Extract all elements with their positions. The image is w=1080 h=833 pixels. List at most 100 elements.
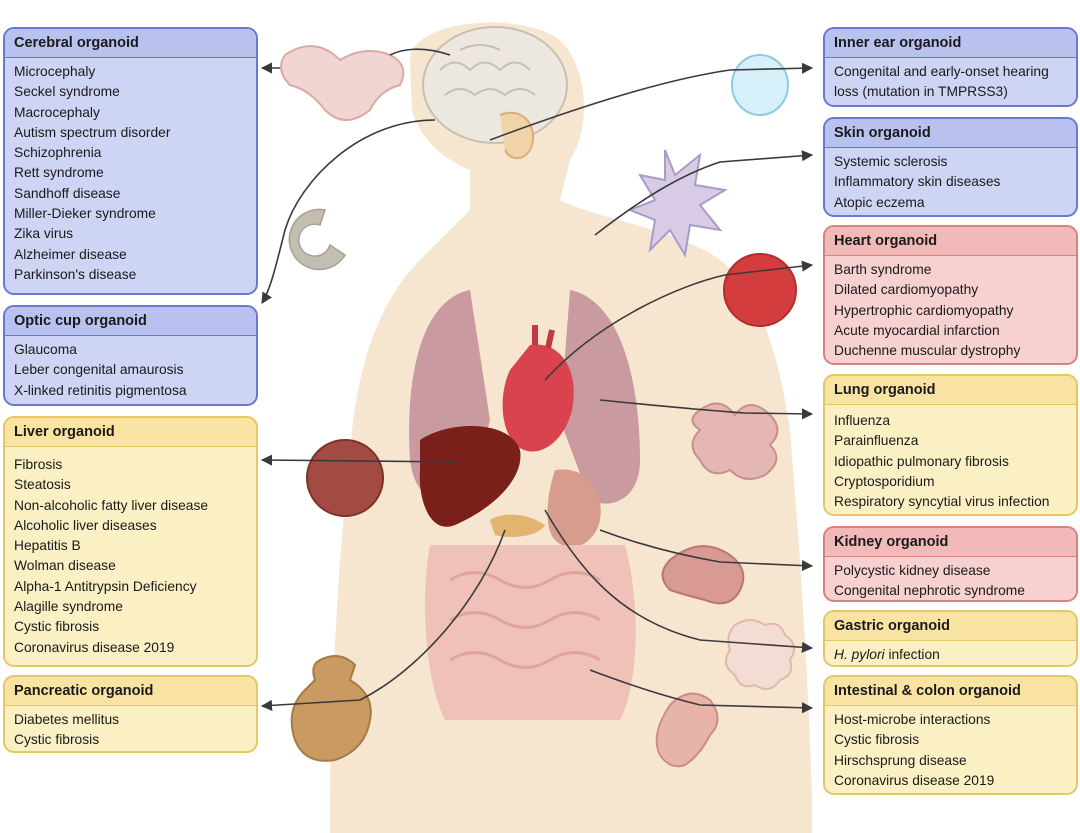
disease-list: Barth syndrome Dilated cardiomyopathy Hy… [825,256,1076,363]
arrow-brain-to-organoid [389,48,451,56]
list-item: Duchenne muscular dystrophy [834,343,1021,359]
intestines-icon [425,545,636,720]
list-item: Miller-Dieker syndrome [14,206,156,222]
card-title: Pancreatic organoid [5,677,256,706]
card-title: Liver organoid [5,418,256,447]
disease-list: Congenital and early-onset hearing loss … [825,58,1076,105]
arrow-inner-ear [489,62,814,141]
card-title: Optic cup organoid [5,307,256,336]
list-item: Influenza [834,413,890,428]
list-item: Zika virus [14,226,74,242]
liver-organoid-card: Liver organoid Fibrosis Steatosis Non-al… [3,416,258,667]
list-item: Alzheimer disease [14,246,127,262]
arrow-lung [599,399,814,420]
liver-icon [419,426,521,527]
card-title: Heart organoid [825,227,1076,256]
arrow-kidney [599,529,814,572]
arrow-optic [261,119,436,304]
list-item: Congenital and early-onset hearing loss … [834,64,1049,99]
list-item: Coronavirus disease 2019 [834,772,995,788]
card-title: Intestinal & colon organoid [825,677,1076,706]
list-item: Cystic fibrosis [14,619,100,635]
list-item: Cystic fibrosis [14,732,100,748]
list-item: Inflammatory skin diseases [834,174,1001,190]
arrow-heart [544,260,814,381]
list-item: X-linked retinitis pigmentosa [14,382,187,398]
list-item: Autism spectrum disorder [14,124,171,140]
list-item: Cystic fibrosis [834,732,920,748]
list-item: Glaucoma [14,342,77,357]
list-item: Diabetes mellitus [14,712,120,727]
list-item: H. pylori infection [834,645,1067,665]
list-item: Fibrosis [14,457,63,472]
list-item: Alpha-1 Antitrypsin Deficiency [14,578,197,594]
heart-organoid-icon [723,253,797,327]
intestinal-colon-organoid-card: Intestinal & colon organoid Host-microbe… [823,675,1078,795]
arrow-intestinal [589,669,814,714]
disease-list: Host-microbe interactions Cystic fibrosi… [825,706,1076,793]
heart-organoid-card: Heart organoid Barth syndrome Dilated ca… [823,225,1078,365]
stomach-icon [547,469,601,548]
liver-organoid-icon [306,439,384,517]
list-item: Hepatitis B [14,538,81,554]
pathogen-name: H. pylori [834,647,885,662]
list-item: Respiratory syncytial virus infection [834,494,1050,510]
connector-arrows [260,48,814,714]
gastric-organoid-icon [725,619,795,690]
list-item: Congenital nephrotic syndrome [834,583,1025,599]
disease-list: Diabetes mellitus Cystic fibrosis [5,706,256,751]
list-item: Hirschsprung disease [834,752,967,768]
list-item: Steatosis [14,477,71,493]
list-item: Wolman disease [14,558,116,574]
disease-list: Polycystic kidney disease Congenital nep… [825,557,1076,600]
optic-cup-organoid-card: Optic cup organoid Glaucoma Leber congen… [3,305,258,406]
list-item: Microcephaly [14,64,96,79]
list-item: Schizophrenia [14,145,102,161]
lung-organoid-card: Lung organoid Influenza Parainfluenza Id… [823,374,1078,516]
list-item: Parkinson's disease [14,266,137,282]
gastric-organoid-card: Gastric organoid H. pylori infection [823,610,1078,667]
list-item: Macrocephaly [14,104,100,120]
list-item: Coronavirus disease 2019 [14,639,175,655]
card-title: Skin organoid [825,119,1076,148]
cerebral-organoid-card: Cerebral organoid Microcephaly Seckel sy… [3,27,258,295]
list-item: Alagille syndrome [14,599,123,615]
lung-organoid-icon [691,402,779,480]
list-item: Leber congenital amaurosis [14,362,184,378]
arrow-gastric [544,509,814,653]
disease-list: Fibrosis Steatosis Non-alcoholic fatty l… [5,447,256,663]
card-title: Lung organoid [825,376,1076,405]
optic-cup-organoid-icon [288,208,347,271]
list-item: Barth syndrome [834,262,932,277]
list-item: Alcoholic liver diseases [14,517,157,533]
disease-list: Systemic sclerosis Inflammatory skin dis… [825,148,1076,215]
intestinal-organoid-icon [655,692,719,768]
list-item: Hypertrophic cardiomyopathy [834,302,1014,318]
arrow-skin [594,150,814,236]
card-title: Cerebral organoid [5,29,256,58]
list-item: Atopic eczema [834,194,925,210]
list-item: Parainfluenza [834,433,919,449]
arrow-liver [260,454,461,466]
list-item: Sandhoff disease [14,185,121,201]
list-item: Polycystic kidney disease [834,563,991,578]
arrow-pancreatic [260,529,506,711]
card-title: Inner ear organoid [825,29,1076,58]
brain-icon [422,26,568,144]
pancreatic-organoid-icon [290,655,372,762]
list-item: Idiopathic pulmonary fibrosis [834,453,1009,469]
disease-list: Glaucoma Leber congenital amaurosis X-li… [5,336,256,404]
skin-organoid-card: Skin organoid Systemic sclerosis Inflamm… [823,117,1078,217]
card-title: Gastric organoid [825,612,1076,641]
list-item: Cryptosporidium [834,473,935,489]
heart-icon [502,325,574,452]
disease-list: Influenza Parainfluenza Idiopathic pulmo… [825,405,1076,514]
pancreatic-organoid-card: Pancreatic organoid Diabetes mellitus Cy… [3,675,258,753]
cerebral-organoid-icon [280,45,405,121]
card-title: Kidney organoid [825,528,1076,557]
kidney-organoid-icon [661,545,745,605]
inner-ear-organoid-card: Inner ear organoid Congenital and early-… [823,27,1078,107]
disease-list: Microcephaly Seckel syndrome Macrocephal… [5,58,256,290]
kidney-organoid-card: Kidney organoid Polycystic kidney diseas… [823,526,1078,602]
